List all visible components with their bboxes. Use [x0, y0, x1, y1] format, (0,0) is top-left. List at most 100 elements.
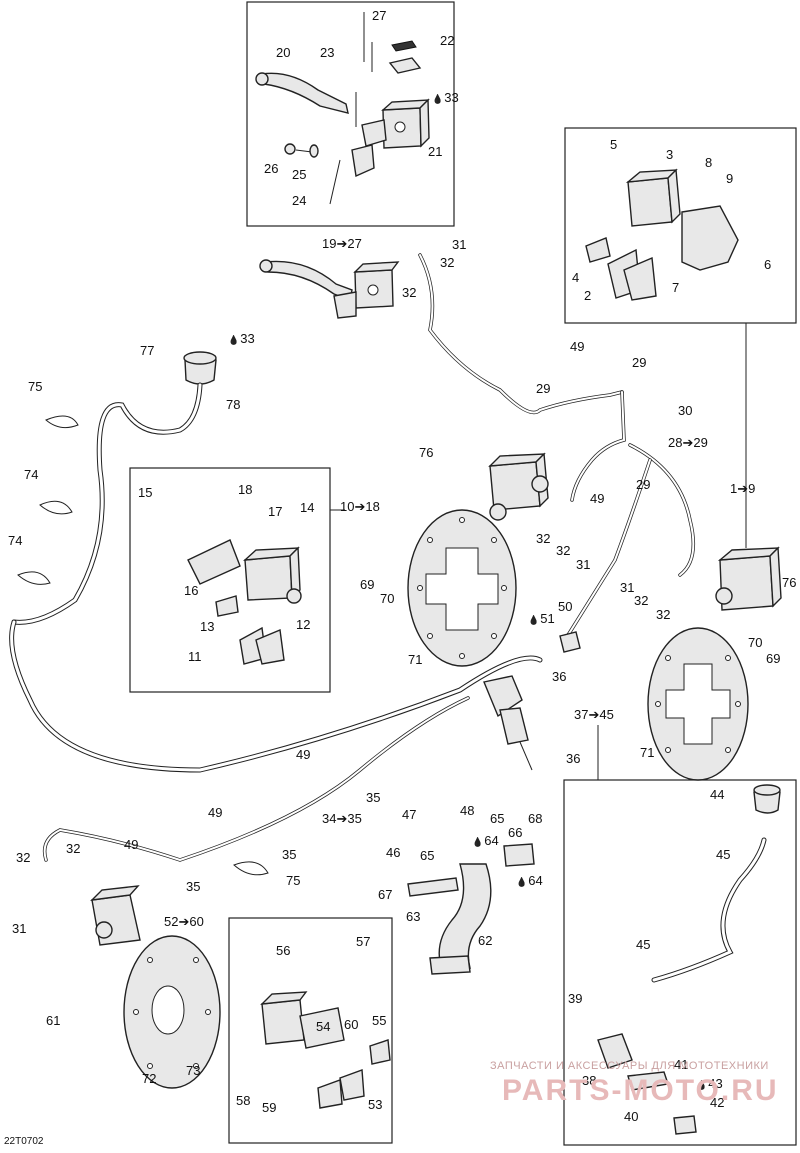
oil-drop-icon: 💧	[472, 837, 484, 847]
callout-c71b: 71	[640, 745, 654, 760]
callout-number: 73	[186, 1063, 201, 1078]
callout-number: 75	[286, 873, 301, 888]
callout-c54: 54	[316, 1019, 330, 1034]
callout-number: 30	[678, 403, 693, 418]
callout-number: 32	[440, 255, 455, 270]
callout-number: 49	[124, 837, 139, 852]
master-cylinder-exploded	[351, 40, 430, 178]
callout-c32d: 32	[556, 543, 570, 558]
callout-number: 4	[572, 270, 580, 285]
callout-c10_18: 10➔18	[340, 499, 380, 515]
callout-c72: 72	[142, 1071, 156, 1086]
callout-c26: 26	[264, 161, 278, 176]
callout-c71a: 71	[408, 652, 422, 667]
callout-c45b: 45	[636, 937, 650, 952]
callout-number: 48	[460, 803, 475, 818]
front-brake-line	[418, 253, 696, 642]
callout-number: 51	[540, 611, 555, 626]
callout-number: 31	[452, 237, 467, 252]
callout-number: 58	[236, 1093, 251, 1108]
callout-c61: 61	[46, 1013, 60, 1028]
oil-drop-icon: 💧	[432, 94, 444, 104]
callout-c60: 60	[344, 1017, 358, 1032]
callout-number: 47	[402, 807, 417, 822]
callout-number: 44	[710, 787, 725, 802]
callout-number: 49	[590, 491, 605, 506]
callout-c70b: 70	[748, 635, 762, 650]
callout-number: 29	[636, 477, 651, 492]
callout-number: 55	[372, 1013, 387, 1028]
rear-reservoir-hose	[651, 837, 767, 983]
assembly-lines	[295, 12, 373, 205]
callout-number: 63	[406, 909, 421, 924]
callout-c18: 18	[238, 482, 252, 497]
callout-number: 49	[208, 805, 223, 820]
rear-caliper-exploded	[260, 991, 391, 1109]
callout-number: 8	[705, 155, 713, 170]
callout-c36a: 36	[552, 669, 566, 684]
callout-number: 54	[316, 1019, 331, 1034]
callout-c70a: 70	[380, 591, 394, 606]
rear-master-cylinder	[597, 1033, 697, 1135]
watermark-line1: ЗАПЧАСТИ И АКСЕССУАРЫ ДЛЯ МОТОТЕХНИКИ	[490, 1060, 769, 1072]
front-left-disc	[407, 509, 517, 667]
callout-c17: 17	[268, 504, 282, 519]
callout-number: 45	[716, 847, 731, 862]
callout-c31a: 31	[452, 237, 466, 252]
callout-c32f: 32	[656, 607, 670, 622]
callout-number: 64	[484, 833, 499, 848]
callout-c65b: 65	[420, 848, 434, 863]
callout-c75a: 75	[28, 379, 42, 394]
callout-number: 61	[46, 1013, 61, 1028]
callout-c53: 53	[368, 1097, 382, 1112]
callout-c36b: 36	[566, 751, 580, 766]
callout-number: 9	[726, 171, 734, 186]
diagram-code: 22T0702	[4, 1136, 44, 1147]
callout-number: 35	[366, 790, 381, 805]
callout-c64a: 💧64	[472, 833, 499, 848]
callout-c43: 💧43	[696, 1076, 723, 1091]
callout-number: 77	[140, 343, 155, 358]
callout-number: 12	[296, 617, 311, 632]
front-right-caliper-assembled	[715, 546, 782, 611]
inset-frame-master-cylinder	[246, 1, 455, 227]
callout-number: 66	[508, 825, 523, 840]
cable-tie	[17, 415, 269, 876]
callout-number: 78	[226, 397, 241, 412]
callout-number: 25	[292, 167, 307, 182]
callout-c35a: 35	[366, 790, 380, 805]
callout-c31d: 31	[12, 921, 26, 936]
brake-pedal	[407, 843, 535, 975]
oil-drop-icon: 💧	[516, 877, 528, 887]
callout-c49a: 49	[570, 339, 584, 354]
watermark-line2: PARTS-MOTO.RU	[502, 1074, 779, 1107]
callout-number: 22	[440, 33, 455, 48]
callout-number: 1➔9	[730, 481, 756, 496]
callout-c50: 50	[558, 599, 572, 614]
callout-c52_60: 52➔60	[164, 914, 204, 930]
callout-c31b: 31	[576, 557, 590, 572]
callout-number: 69	[360, 577, 375, 592]
callout-c42: 42	[710, 1095, 724, 1110]
callout-number: 74	[8, 533, 23, 548]
callout-c49d: 49	[208, 805, 222, 820]
callout-c12: 12	[296, 617, 310, 632]
callout-c31c: 31	[620, 580, 634, 595]
callout-number: 52➔60	[164, 914, 204, 929]
callout-number: 18	[238, 482, 253, 497]
front-reservoir	[183, 351, 217, 385]
inset-frame-front-left-caliper	[129, 467, 331, 693]
front-right-disc	[647, 627, 749, 781]
rear-reservoir	[753, 784, 781, 814]
callout-c32h: 32	[66, 841, 80, 856]
callout-c21: 21	[428, 144, 442, 159]
callout-c14: 14	[300, 500, 314, 515]
callout-number: 57	[356, 934, 371, 949]
callout-number: 41	[674, 1057, 689, 1072]
hand-lever-exploded	[255, 72, 349, 114]
callout-c29b: 29	[536, 381, 550, 396]
callout-number: 65	[420, 848, 435, 863]
brake-valve	[483, 631, 581, 771]
callout-number: 6	[764, 257, 772, 272]
